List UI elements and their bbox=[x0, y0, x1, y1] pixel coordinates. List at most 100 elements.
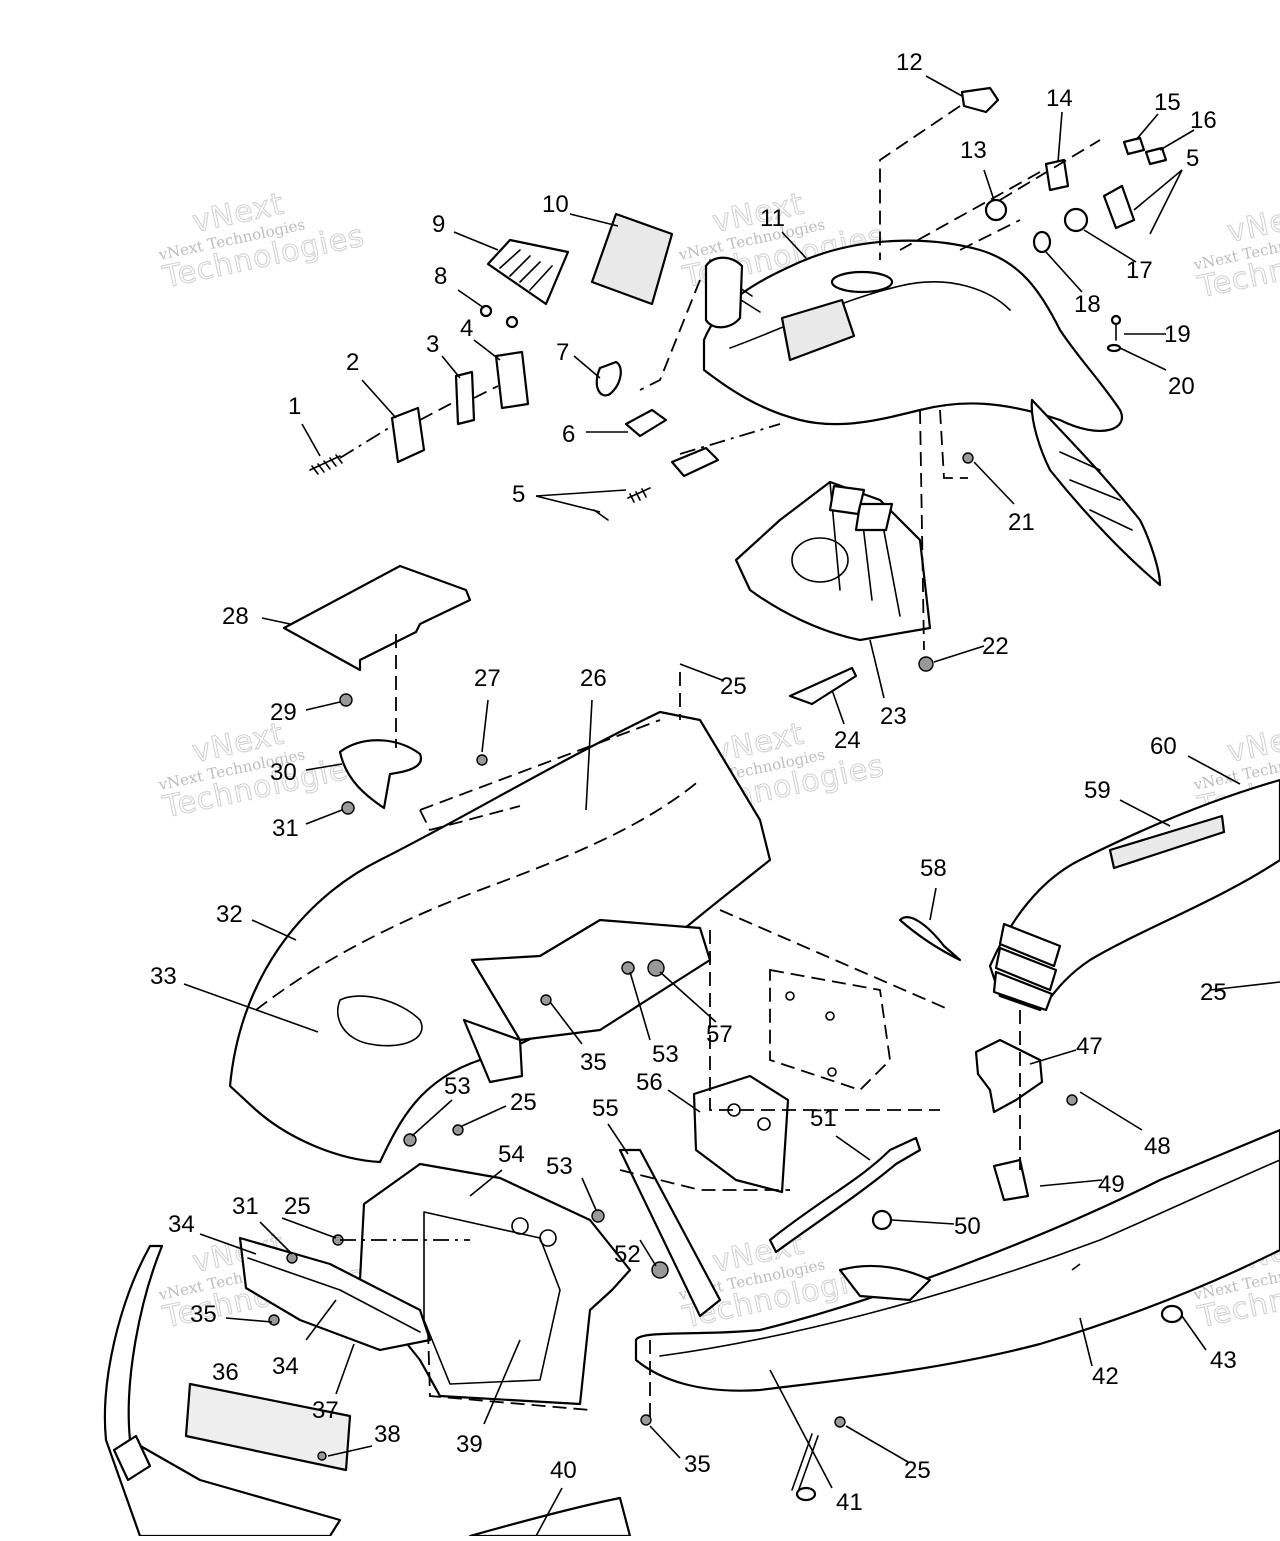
callout-5: 5 bbox=[1186, 145, 1199, 172]
callout-43: 43 bbox=[1210, 1347, 1237, 1374]
callout-56: 56 bbox=[636, 1069, 663, 1096]
callout-23: 23 bbox=[880, 703, 907, 730]
light-housing bbox=[494, 350, 530, 410]
strap bbox=[768, 1136, 922, 1254]
callout-35: 35 bbox=[190, 1301, 217, 1328]
callout-35: 35 bbox=[580, 1049, 607, 1076]
callout-36: 36 bbox=[212, 1359, 239, 1386]
callout-25: 25 bbox=[510, 1089, 537, 1116]
callout-58: 58 bbox=[920, 855, 947, 882]
nut bbox=[476, 754, 488, 766]
callout-29: 29 bbox=[270, 699, 297, 726]
nut bbox=[452, 1124, 464, 1136]
callout-60: 60 bbox=[1150, 733, 1177, 760]
lower-trim bbox=[468, 1496, 632, 1538]
callout-51: 51 bbox=[810, 1105, 837, 1132]
callout-30: 30 bbox=[270, 759, 297, 786]
main-hood bbox=[228, 710, 772, 1164]
callout-31: 31 bbox=[272, 815, 299, 842]
watermark: vNext vNext Technologies Technologies bbox=[156, 716, 368, 826]
callout-38: 38 bbox=[374, 1421, 401, 1448]
watermark: vNext vNext Technologies Technologies bbox=[156, 186, 368, 296]
connector bbox=[670, 446, 720, 478]
tail-light-lens bbox=[390, 406, 426, 464]
front-bumper bbox=[103, 1244, 352, 1538]
callout-54: 54 bbox=[498, 1141, 525, 1168]
insulation-pad bbox=[282, 564, 472, 672]
callout-25: 25 bbox=[720, 673, 747, 700]
guide-lines bbox=[339, 105, 1101, 1420]
callout-25: 25 bbox=[284, 1193, 311, 1220]
callout-16: 16 bbox=[1190, 107, 1217, 134]
callout-39: 39 bbox=[456, 1431, 483, 1458]
washer bbox=[1106, 343, 1122, 353]
callout-2: 2 bbox=[346, 349, 359, 376]
clamp bbox=[871, 1209, 893, 1231]
washer bbox=[1032, 230, 1052, 254]
callout-6: 6 bbox=[562, 421, 575, 448]
mount-bracket bbox=[338, 739, 423, 810]
callout-18: 18 bbox=[1074, 291, 1101, 318]
vent-grille bbox=[486, 238, 570, 306]
callout-37: 37 bbox=[312, 1397, 339, 1424]
clip bbox=[505, 315, 519, 329]
hood-console bbox=[702, 239, 1162, 587]
callout-25: 25 bbox=[1200, 979, 1227, 1006]
callout-53: 53 bbox=[444, 1073, 471, 1100]
wire-clip bbox=[898, 916, 962, 962]
watermark: vNext vNext Technologies Technologies bbox=[1191, 196, 1280, 306]
callout-32: 32 bbox=[216, 901, 243, 928]
striker-tab bbox=[992, 1158, 1030, 1202]
spring-part bbox=[627, 487, 651, 503]
front-chassis bbox=[634, 1128, 1280, 1392]
callout-11: 11 bbox=[760, 205, 785, 232]
side-panel bbox=[988, 778, 1280, 1012]
callout-14: 14 bbox=[1046, 85, 1073, 112]
callout-12: 12 bbox=[896, 49, 923, 76]
skid-panel bbox=[238, 1236, 432, 1352]
screw bbox=[1110, 314, 1122, 326]
callout-57: 57 bbox=[706, 1021, 733, 1048]
nut bbox=[341, 801, 355, 815]
callout-19: 19 bbox=[1164, 321, 1191, 348]
callout-10: 10 bbox=[542, 191, 569, 218]
callout-25: 25 bbox=[904, 1457, 931, 1484]
latch bbox=[974, 1038, 1044, 1114]
callout-41: 41 bbox=[836, 1489, 863, 1516]
switch bbox=[624, 408, 668, 438]
screw bbox=[1066, 1094, 1078, 1106]
under-pan bbox=[358, 1162, 632, 1406]
callout-17: 17 bbox=[1126, 257, 1153, 284]
screw bbox=[834, 1416, 846, 1428]
callout-3: 3 bbox=[426, 331, 439, 358]
nut bbox=[591, 1209, 605, 1223]
brace-bar bbox=[618, 1148, 722, 1318]
connector bbox=[1102, 184, 1136, 230]
callout-28: 28 bbox=[222, 603, 249, 630]
plug bbox=[317, 1451, 327, 1461]
retainer-clip bbox=[1044, 158, 1070, 192]
callout-13: 13 bbox=[960, 137, 987, 164]
callout-labels: 1 2 3 4 5 5 6 7 8 9 10 11 12 13 14 15 16… bbox=[150, 49, 1237, 1516]
lamp bbox=[1122, 136, 1146, 156]
nut bbox=[339, 693, 353, 707]
callout-34: 34 bbox=[168, 1211, 195, 1238]
nut bbox=[286, 1252, 298, 1264]
parts-group bbox=[103, 86, 1280, 1538]
callout-33: 33 bbox=[150, 963, 177, 990]
callout-48: 48 bbox=[1144, 1133, 1171, 1160]
callout-59: 59 bbox=[1084, 777, 1111, 804]
callout-15: 15 bbox=[1154, 89, 1181, 116]
plug bbox=[1160, 1304, 1184, 1324]
screw bbox=[640, 1414, 652, 1426]
callout-5: 5 bbox=[512, 481, 525, 508]
bearing bbox=[1063, 207, 1089, 233]
spring-part bbox=[309, 454, 343, 475]
callout-42: 42 bbox=[1092, 1363, 1119, 1390]
mounting-plate bbox=[692, 1074, 790, 1194]
leader-lines bbox=[183, 75, 1280, 1537]
callout-49: 49 bbox=[1098, 1171, 1125, 1198]
nut bbox=[540, 994, 552, 1006]
